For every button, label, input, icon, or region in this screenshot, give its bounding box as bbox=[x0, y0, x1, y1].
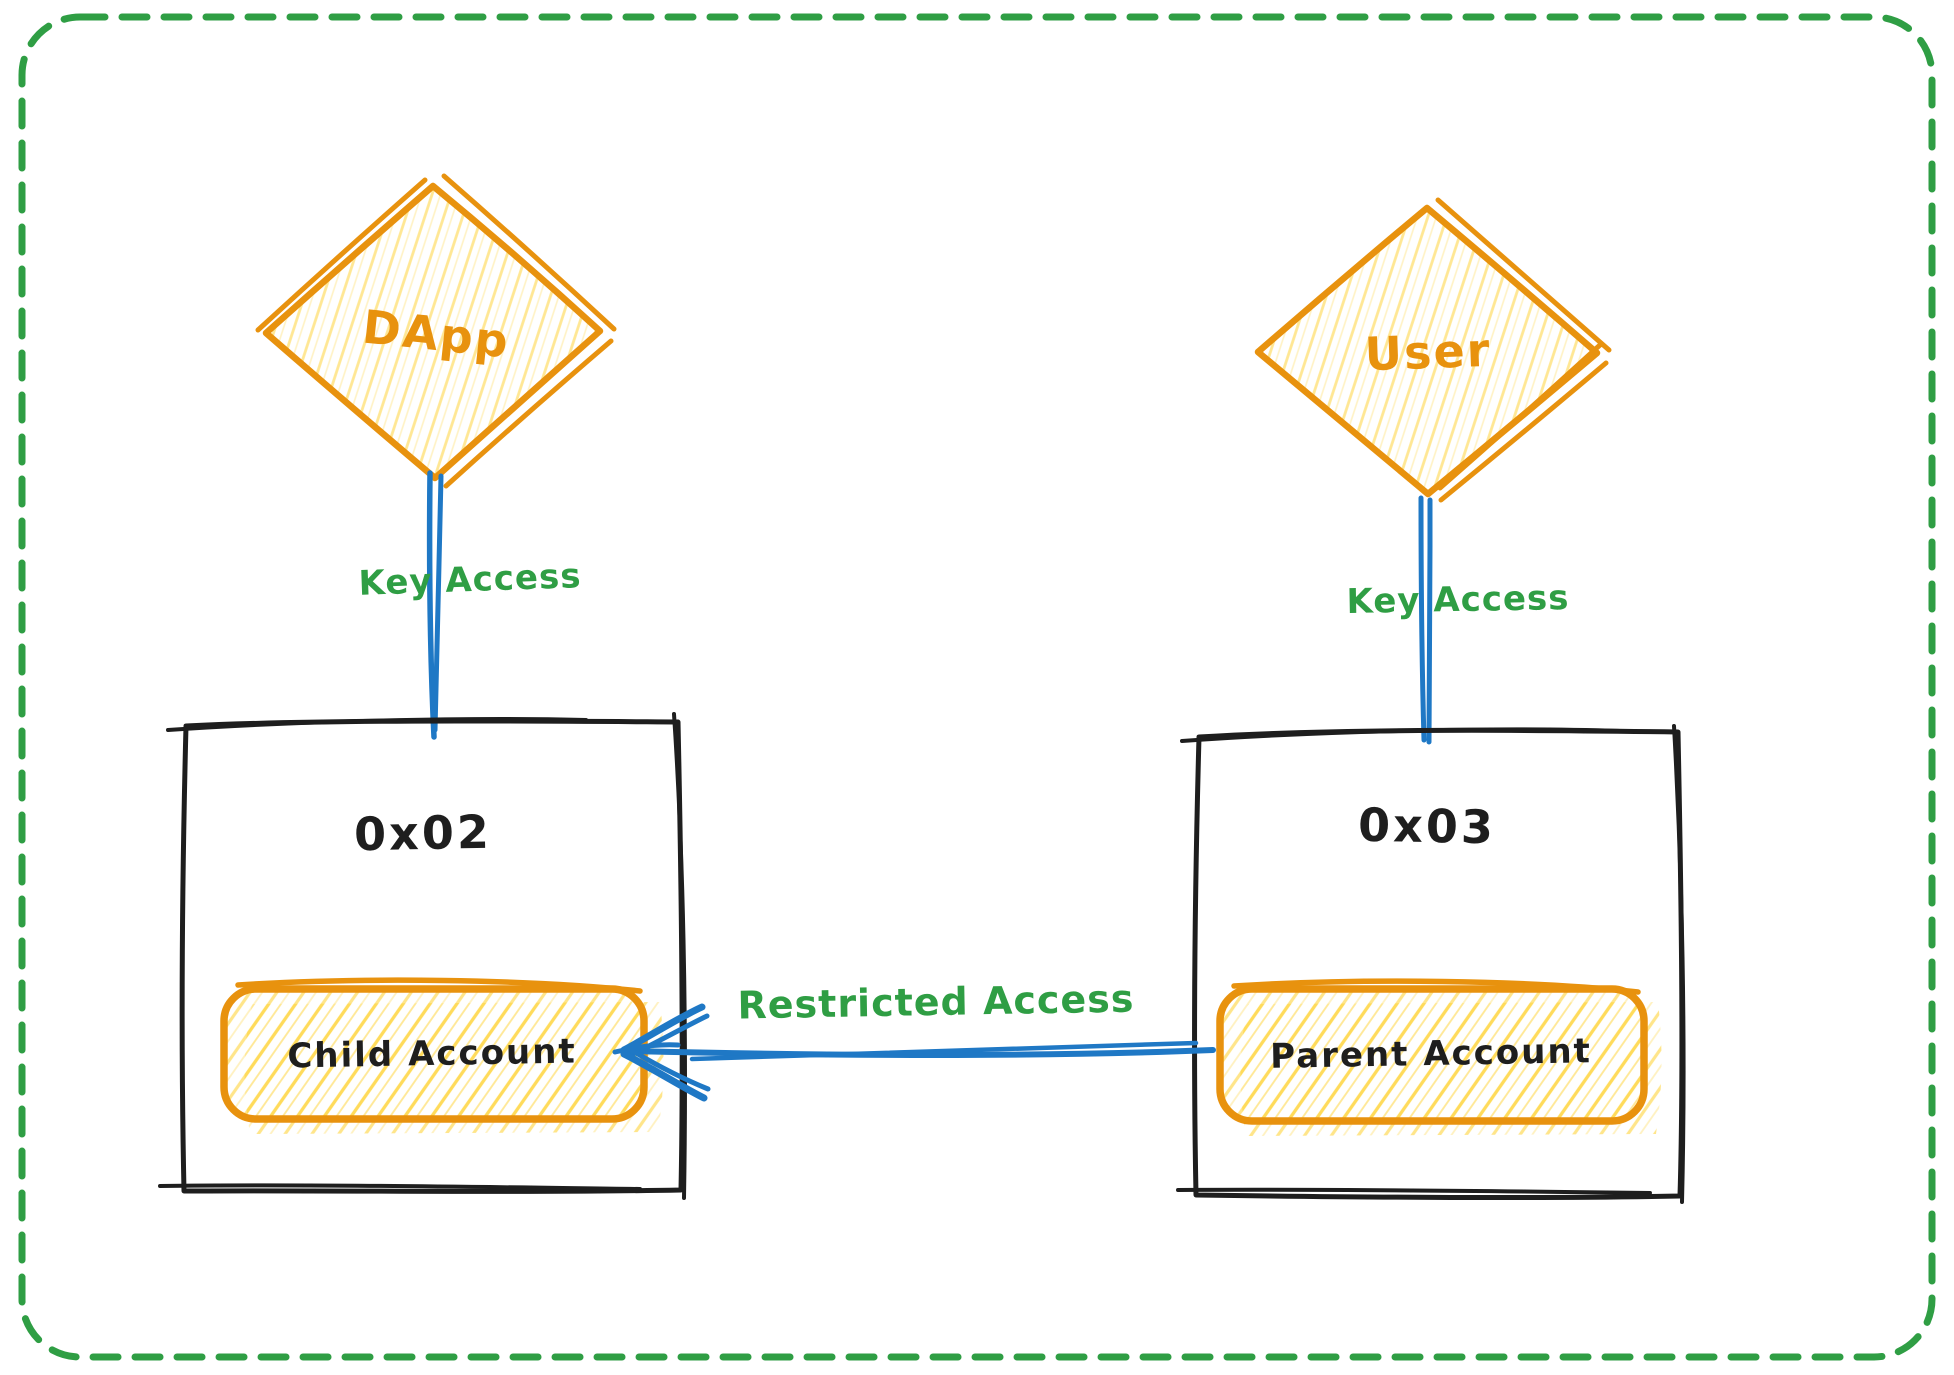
connector-line-overdraw bbox=[1426, 497, 1433, 745]
dapp-diamond-outline bbox=[262, 182, 604, 482]
user-diamond-overdraw bbox=[1435, 197, 1612, 503]
left-box-label: 0x02 bbox=[354, 805, 493, 861]
dashed-frame bbox=[18, 13, 1936, 1361]
parent-account-label: Parent Account bbox=[1270, 1031, 1592, 1077]
dapp-diamond-overdraw bbox=[255, 173, 617, 489]
user-diamond-outline bbox=[1254, 204, 1601, 498]
right-box-label: 0x03 bbox=[1358, 798, 1497, 854]
user-key-access-connector: Key Access bbox=[1346, 495, 1570, 745]
arrow-shaft-overdraw bbox=[689, 1040, 1199, 1062]
arrowhead-lower-barb-overdraw bbox=[628, 1047, 711, 1092]
connector-line bbox=[1418, 495, 1427, 743]
user-label: User bbox=[1364, 323, 1492, 381]
child-account-overdraw bbox=[235, 977, 643, 994]
right-box-node: 0x03 Parent Account bbox=[1176, 724, 1686, 1204]
key-access-right-label: Key Access bbox=[1346, 578, 1570, 622]
left-box-overdraw bbox=[158, 712, 687, 1200]
child-account-node: Child Account bbox=[220, 977, 664, 1134]
left-box-outline bbox=[179, 718, 685, 1194]
child-account-label: Child Account bbox=[287, 1031, 577, 1076]
key-access-left-label: Key Access bbox=[358, 556, 582, 604]
restricted-access-arrow: Restricted Access bbox=[612, 977, 1216, 1102]
dapp-key-access-connector: Key Access bbox=[358, 470, 582, 740]
left-box-node: 0x02 Child Account bbox=[158, 712, 687, 1200]
connector-line-overdraw bbox=[432, 473, 444, 733]
parent-account-overdraw bbox=[1231, 978, 1641, 995]
parent-account-node: Parent Account bbox=[1216, 978, 1662, 1136]
user-diamond-node: User bbox=[1254, 197, 1612, 503]
restricted-access-label: Restricted Access bbox=[737, 977, 1135, 1028]
arrow-shaft bbox=[627, 1047, 1216, 1058]
right-box-overdraw bbox=[1176, 724, 1686, 1204]
parent-account-pill bbox=[1216, 985, 1648, 1125]
connector-line bbox=[426, 470, 437, 740]
arrowhead-tip-overdraw bbox=[612, 1042, 681, 1055]
dapp-diamond-node: DApp bbox=[255, 173, 617, 489]
arrowhead-lower-barb bbox=[620, 1050, 708, 1102]
arrowhead-upper-barb bbox=[620, 1003, 706, 1054]
